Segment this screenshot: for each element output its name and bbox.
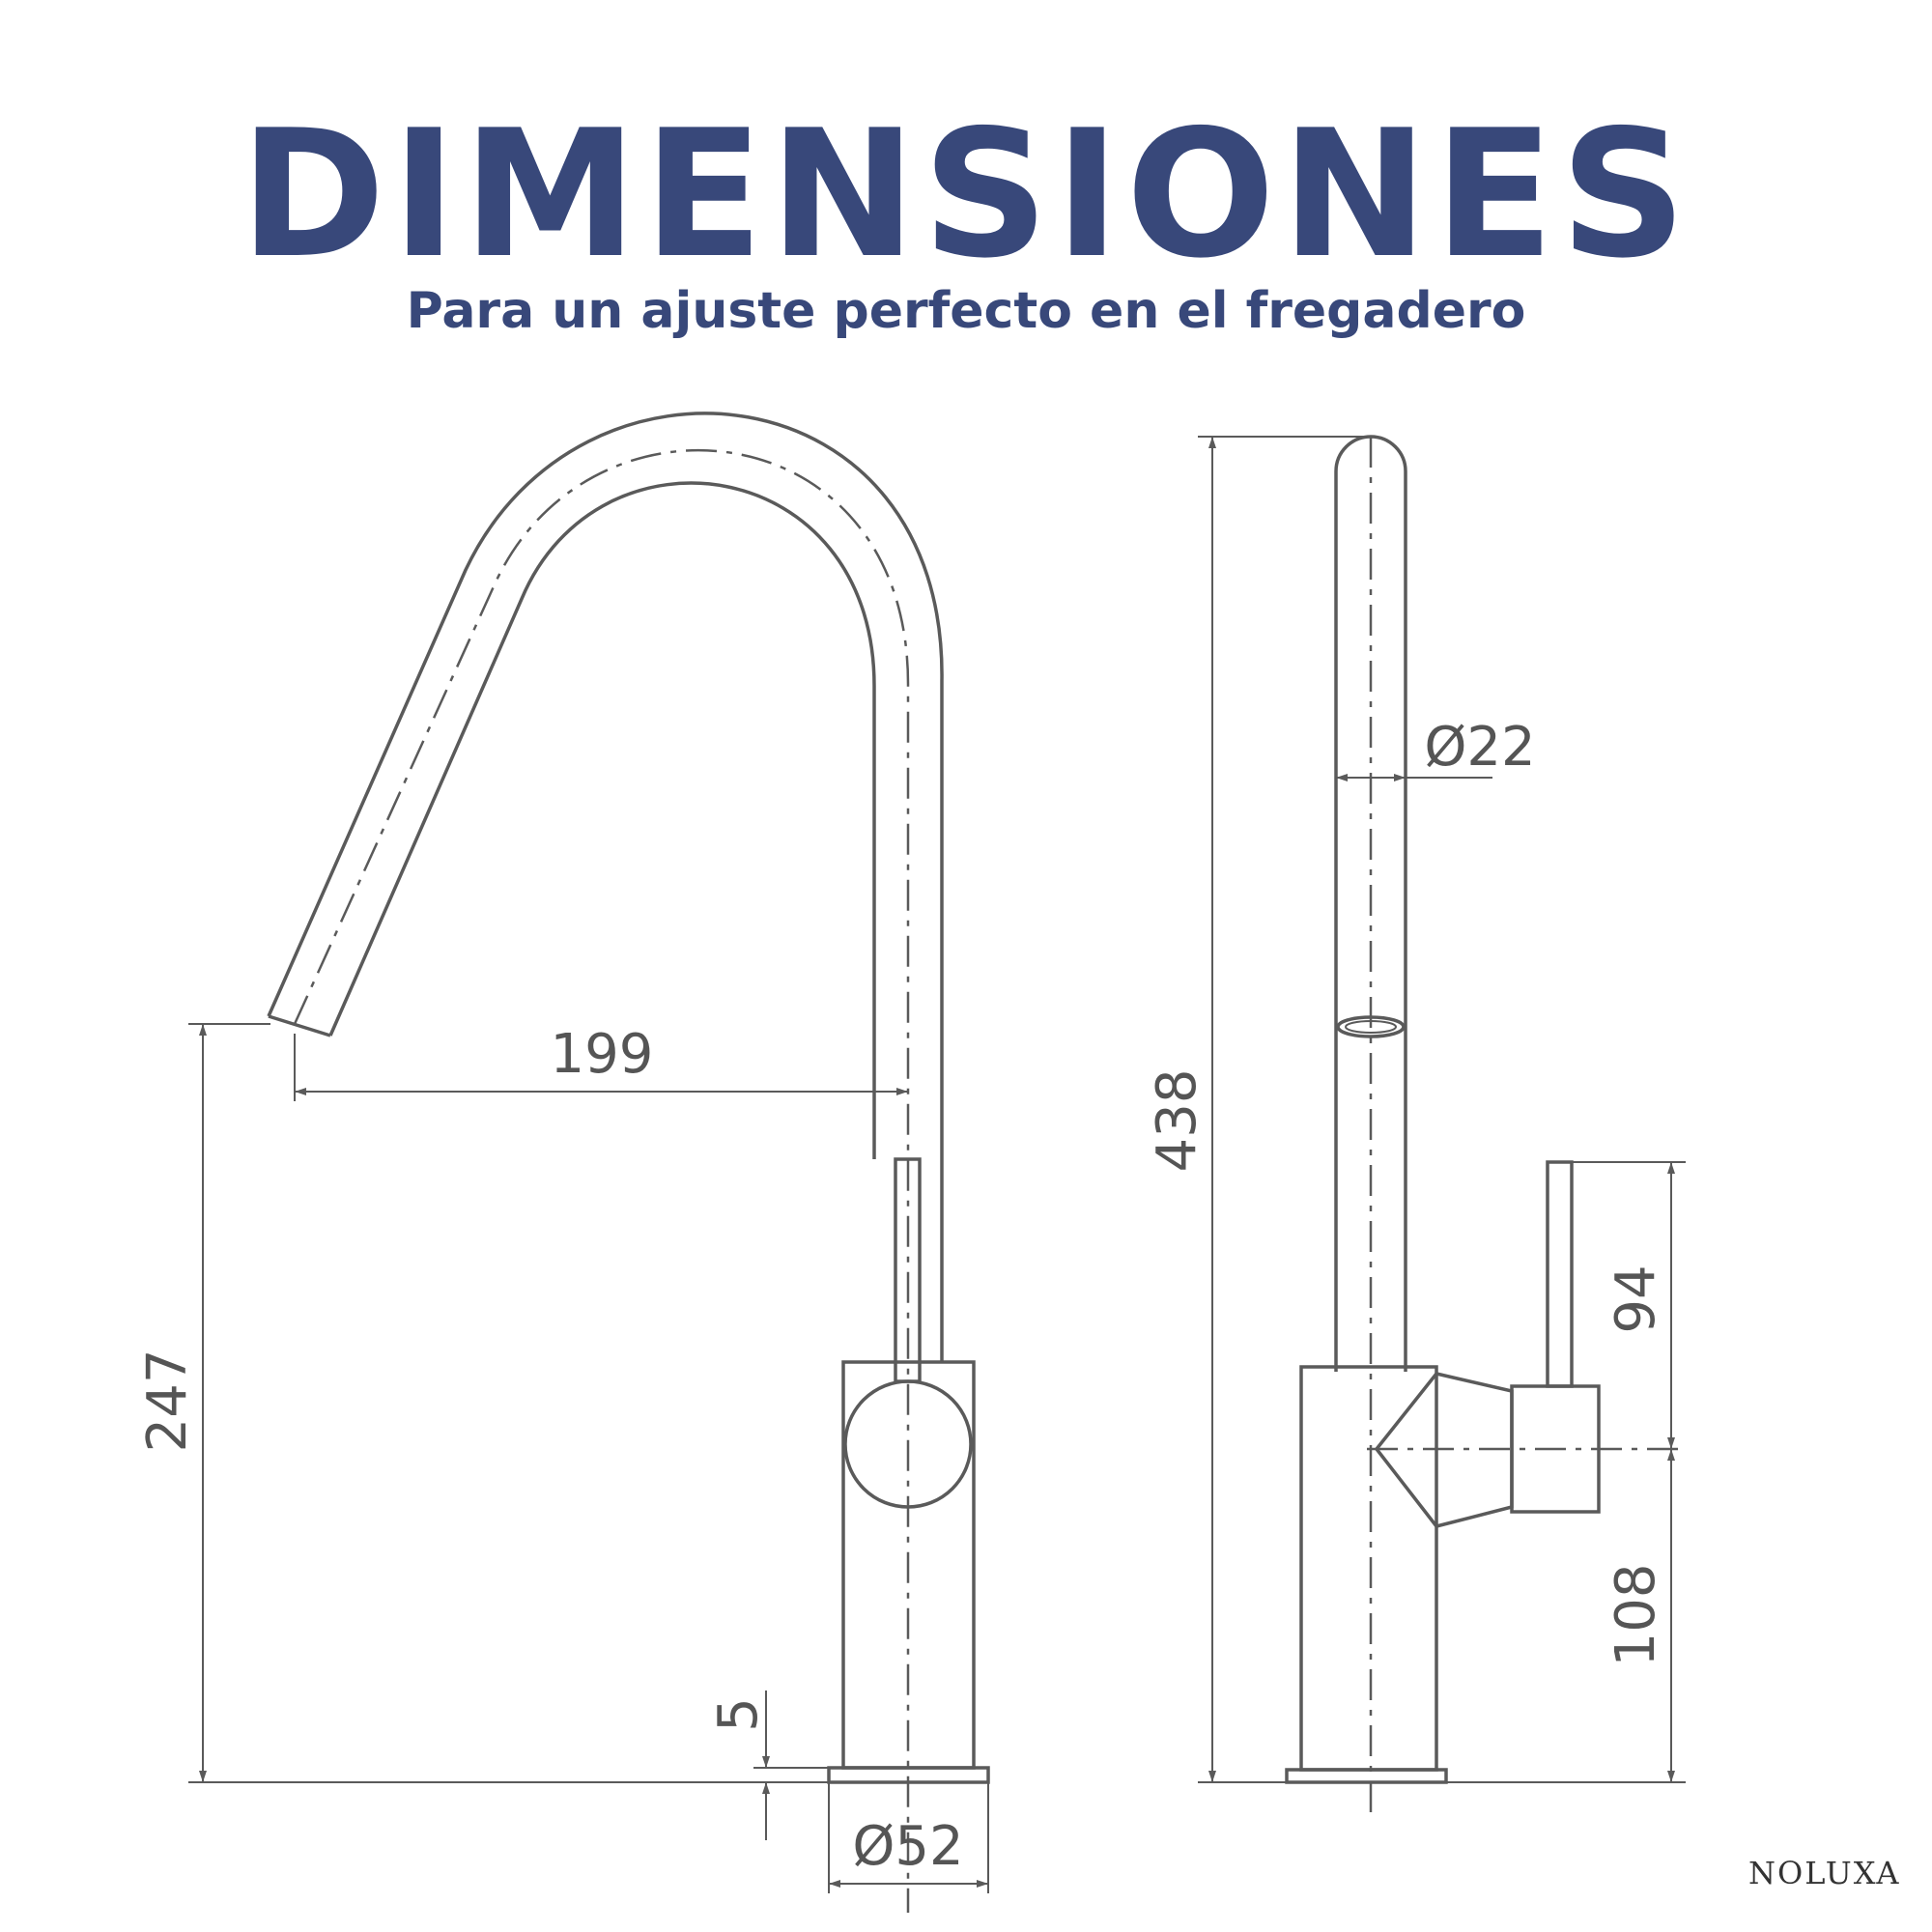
side-body xyxy=(1299,1365,1438,1772)
front-view: 199 247 5 Ø52 xyxy=(136,412,990,1913)
spout-height-label: 247 xyxy=(136,1350,199,1453)
lever-height-label: 94 xyxy=(1605,1264,1667,1333)
lever-axis-height-label: 108 xyxy=(1605,1564,1667,1667)
page-title: DIMENSIONES xyxy=(240,92,1692,297)
spout-centerline xyxy=(293,448,910,1913)
total-height-label: 438 xyxy=(1146,1069,1208,1173)
side-lever xyxy=(1546,1160,1574,1388)
side-base-plate xyxy=(1285,1768,1448,1784)
page-subtitle: Para un ajuste perfecto en el fregadero xyxy=(406,282,1526,340)
brand-logo: NOLUXA xyxy=(1748,1855,1901,1891)
base-diameter-label: Ø52 xyxy=(852,1815,963,1878)
cartridge-circle xyxy=(843,1379,973,1509)
base-thickness-label: 5 xyxy=(707,1697,770,1732)
spout-outer-edge xyxy=(267,412,944,1362)
spout-inner-edge xyxy=(328,481,876,1159)
spout-diameter-label: Ø22 xyxy=(1424,716,1535,779)
side-view: 438 Ø22 94 108 xyxy=(1146,435,1686,1816)
spout-tip xyxy=(268,1014,331,1037)
reach-label: 199 xyxy=(551,1023,654,1086)
